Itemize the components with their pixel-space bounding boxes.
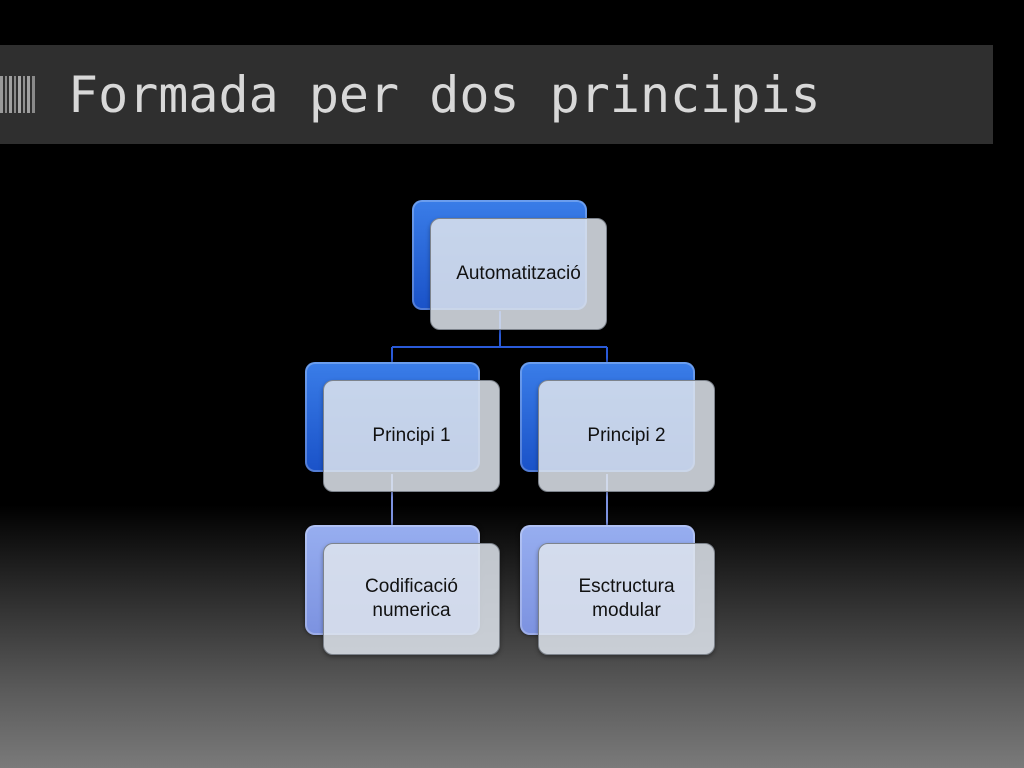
node-principi-1-label: Principi 1 xyxy=(372,425,451,446)
node-esctructura[interactable]: Esctructura modular xyxy=(520,525,715,655)
slide-title-bar: Formada per dos principis xyxy=(0,45,993,144)
node-principi-2-front: Principi 2 xyxy=(538,380,715,492)
slide-title: Formada per dos principis xyxy=(68,66,821,124)
node-codificacio-front: Codificació numerica xyxy=(323,543,500,655)
node-principi-1-front: Principi 1 xyxy=(323,380,500,492)
node-root-front: Automatització xyxy=(430,218,607,330)
node-esctructura-label: Esctructura modular xyxy=(578,576,675,621)
node-root[interactable]: Automatització xyxy=(412,200,607,330)
title-stripes-icon xyxy=(0,76,35,113)
node-principi-2-label: Principi 2 xyxy=(587,425,666,446)
node-principi-1[interactable]: Principi 1 xyxy=(305,362,500,492)
node-root-label: Automatització xyxy=(456,263,581,284)
node-codificacio-label: Codificació numerica xyxy=(365,576,458,621)
node-principi-2[interactable]: Principi 2 xyxy=(520,362,715,492)
node-esctructura-front: Esctructura modular xyxy=(538,543,715,655)
node-codificacio[interactable]: Codificació numerica xyxy=(305,525,500,655)
